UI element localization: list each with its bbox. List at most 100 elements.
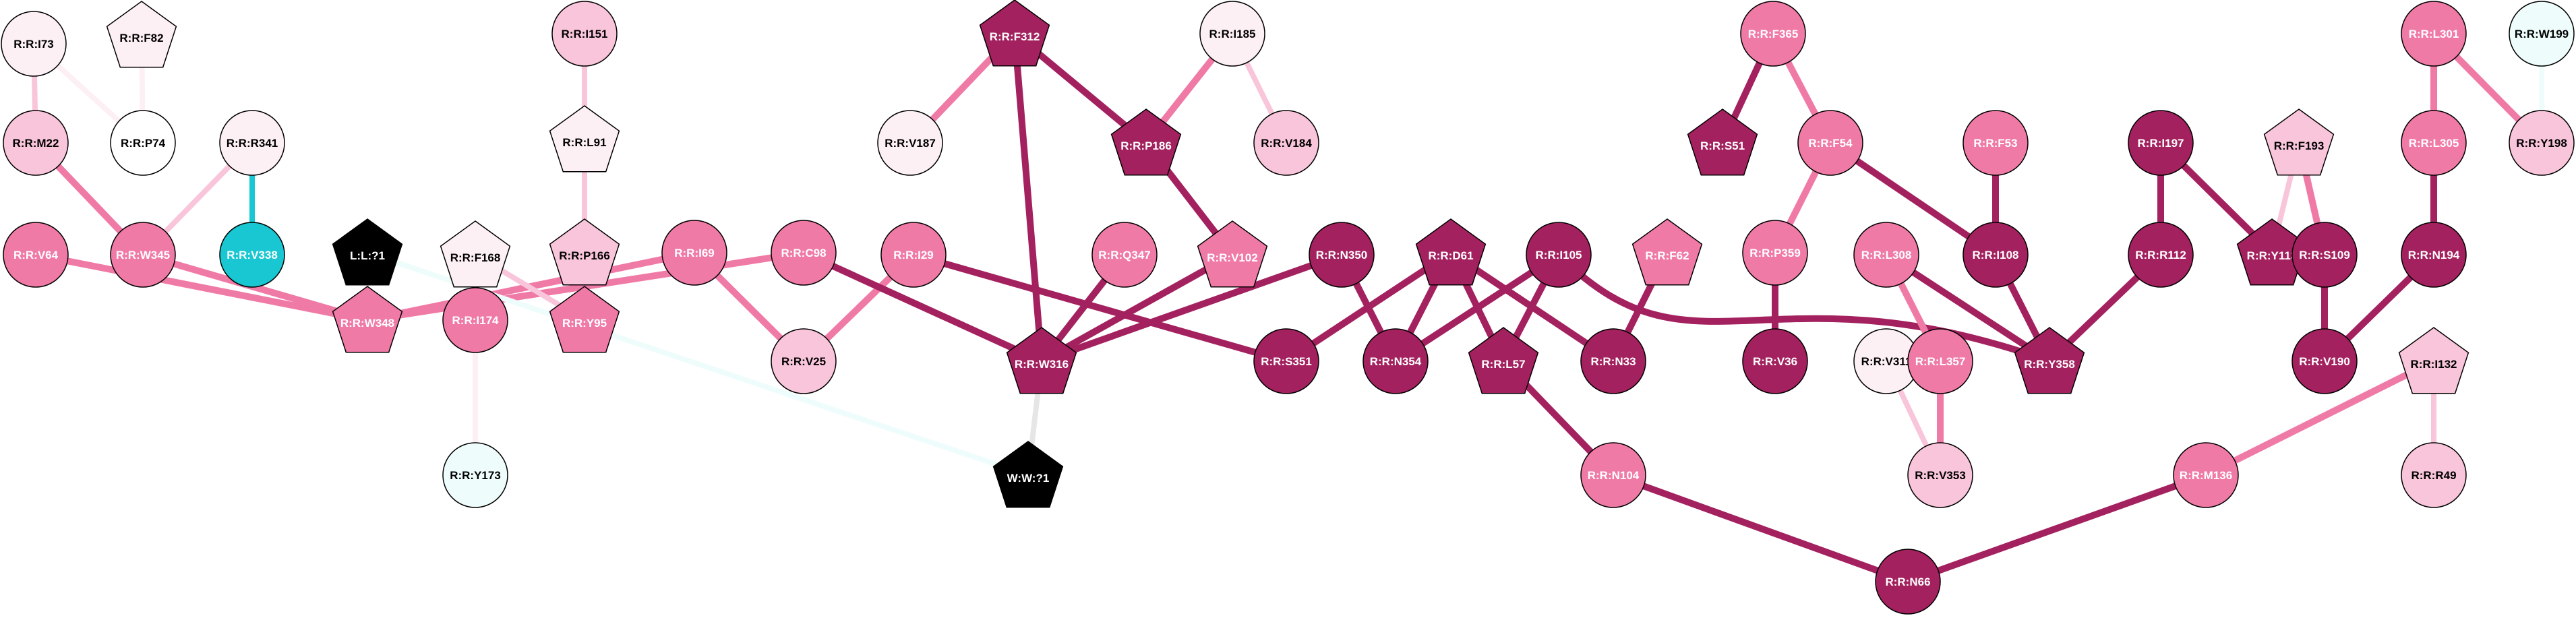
node-i69[interactable]: R:R:I69: [661, 220, 727, 286]
node-shape-y95: [549, 286, 620, 353]
node-p166[interactable]: R:R:P166: [549, 218, 620, 286]
node-q347[interactable]: R:R:Q347: [1091, 222, 1158, 288]
node-label-y173: R:R:Y173: [450, 469, 501, 482]
node-i73[interactable]: R:R:I73: [1, 11, 67, 77]
node-f168[interactable]: R:R:F168: [440, 220, 511, 288]
node-c98[interactable]: R:R:C98: [771, 220, 837, 286]
node-label-v64: R:R:V64: [13, 249, 59, 261]
node-shape-i151: [551, 1, 618, 67]
node-shape-f168: [440, 220, 511, 288]
node-shape-l1: [332, 218, 403, 286]
node-m22[interactable]: R:R:M22: [3, 110, 69, 176]
node-label-w316: R:R:W316: [1015, 358, 1069, 371]
node-label-f62: R:R:F62: [1645, 249, 1689, 262]
node-f54[interactable]: R:R:F54: [1797, 110, 1863, 176]
node-v64[interactable]: R:R:V64: [3, 222, 69, 288]
node-l301[interactable]: R:R:L301: [2401, 1, 2467, 67]
node-y173[interactable]: R:R:Y173: [442, 442, 508, 508]
node-shape-n350: [1309, 222, 1375, 288]
node-n194[interactable]: R:R:N194: [2401, 222, 2467, 288]
node-r49[interactable]: R:R:R49: [2401, 442, 2467, 508]
node-shape-w348: [332, 286, 403, 353]
node-f82[interactable]: R:R:F82: [106, 1, 177, 68]
node-f312[interactable]: R:R:F312: [979, 0, 1050, 67]
node-r112[interactable]: R:R:R112: [2128, 222, 2194, 288]
node-v36[interactable]: R:R:V36: [1742, 328, 1808, 394]
node-n354[interactable]: R:R:N354: [1362, 328, 1429, 394]
node-v25[interactable]: R:R:V25: [771, 328, 837, 394]
node-l1[interactable]: L:L:?1: [332, 218, 403, 286]
node-s109[interactable]: R:R:S109: [2292, 222, 2358, 288]
node-y95[interactable]: R:R:Y95: [549, 286, 620, 353]
node-label-s51: R:R:S51: [1700, 140, 1745, 152]
node-v353[interactable]: R:R:V353: [1907, 442, 1973, 508]
node-i132[interactable]: R:R:I132: [2398, 327, 2469, 394]
node-l308[interactable]: R:R:L308: [1853, 222, 1919, 288]
node-label-i73: R:R:I73: [13, 38, 54, 51]
node-f365[interactable]: R:R:F365: [1740, 1, 1806, 67]
node-shape-l91: [549, 105, 620, 173]
node-v311[interactable]: R:R:V311: [1853, 328, 1919, 394]
node-s51[interactable]: R:R:S51: [1687, 108, 1758, 176]
node-y198[interactable]: R:R:Y198: [2509, 110, 2575, 176]
node-y358[interactable]: R:R:Y358: [2014, 327, 2085, 394]
node-label-r341: R:R:R341: [227, 137, 278, 150]
node-l91[interactable]: R:R:L91: [549, 105, 620, 173]
node-w316[interactable]: R:R:W316: [1006, 327, 1077, 394]
node-i151[interactable]: R:R:I151: [551, 1, 618, 67]
node-p359[interactable]: R:R:P359: [1742, 220, 1808, 286]
node-l305[interactable]: R:R:L305: [2401, 110, 2467, 176]
node-p186[interactable]: R:R:P186: [1110, 108, 1182, 176]
node-label-c98: R:R:C98: [781, 247, 826, 259]
node-v184[interactable]: R:R:V184: [1253, 110, 1319, 176]
node-f53[interactable]: R:R:F53: [1963, 110, 2029, 176]
node-i197[interactable]: R:R:I197: [2128, 110, 2194, 176]
node-w348[interactable]: R:R:W348: [332, 286, 403, 353]
node-w1[interactable]: W:W:?1: [992, 441, 1064, 508]
node-f62[interactable]: R:R:F62: [1631, 218, 1703, 286]
node-f193[interactable]: R:R:F193: [2263, 108, 2335, 176]
node-n104[interactable]: R:R:N104: [1580, 442, 1646, 508]
node-label-w345: R:R:W345: [116, 249, 170, 261]
node-shape-p359: [1742, 220, 1808, 286]
node-label-q347: R:R:Q347: [1098, 249, 1150, 261]
node-shape-f193: [2263, 108, 2335, 176]
node-w199[interactable]: R:R:W199: [2509, 1, 2575, 67]
node-label-v187: R:R:V187: [885, 137, 936, 150]
node-i185[interactable]: R:R:I185: [1199, 1, 1265, 67]
node-shape-n66: [1875, 549, 1941, 615]
node-shape-v353: [1907, 442, 1973, 508]
node-label-p186: R:R:P186: [1120, 140, 1172, 152]
edge-i29-s351: [910, 251, 1290, 365]
node-p74[interactable]: R:R:P74: [110, 110, 176, 176]
node-label-n350: R:R:N350: [1316, 249, 1368, 261]
node-w345[interactable]: R:R:W345: [110, 222, 176, 288]
node-d61[interactable]: R:R:D61: [1415, 218, 1487, 286]
node-v190[interactable]: R:R:V190: [2292, 328, 2358, 394]
node-shape-y358: [2014, 327, 2085, 394]
node-i29[interactable]: R:R:I29: [880, 222, 947, 288]
node-label-l308: R:R:L308: [1861, 249, 1912, 261]
node-s351[interactable]: R:R:S351: [1253, 328, 1319, 394]
node-v102[interactable]: R:R:V102: [1197, 220, 1268, 288]
node-l57[interactable]: R:R:L57: [1468, 327, 1539, 394]
node-l357[interactable]: R:R:L357: [1907, 328, 1973, 394]
edge-f54-i108: [1827, 140, 1999, 258]
node-i174[interactable]: R:R:I174: [442, 287, 508, 353]
node-label-y95: R:R:Y95: [562, 317, 607, 330]
node-v338[interactable]: R:R:V338: [219, 222, 285, 288]
node-label-n66: R:R:N66: [1885, 576, 1930, 588]
node-r341[interactable]: R:R:R341: [219, 110, 285, 176]
node-v187[interactable]: R:R:V187: [877, 110, 943, 176]
node-shape-n354: [1362, 328, 1429, 394]
node-y113[interactable]: R:R:Y113: [2236, 218, 2308, 286]
node-shape-i185: [1199, 1, 1265, 67]
node-i108[interactable]: R:R:I108: [1963, 222, 2029, 288]
node-m136[interactable]: R:R:M136: [2173, 442, 2239, 508]
node-label-v36: R:R:V36: [1753, 355, 1797, 368]
node-n33[interactable]: R:R:N33: [1580, 328, 1646, 394]
node-i105[interactable]: R:R:I105: [1526, 222, 1592, 288]
node-n66[interactable]: R:R:N66: [1875, 549, 1941, 615]
node-label-l1: L:L:?1: [350, 249, 385, 262]
node-n350[interactable]: R:R:N350: [1309, 222, 1375, 288]
